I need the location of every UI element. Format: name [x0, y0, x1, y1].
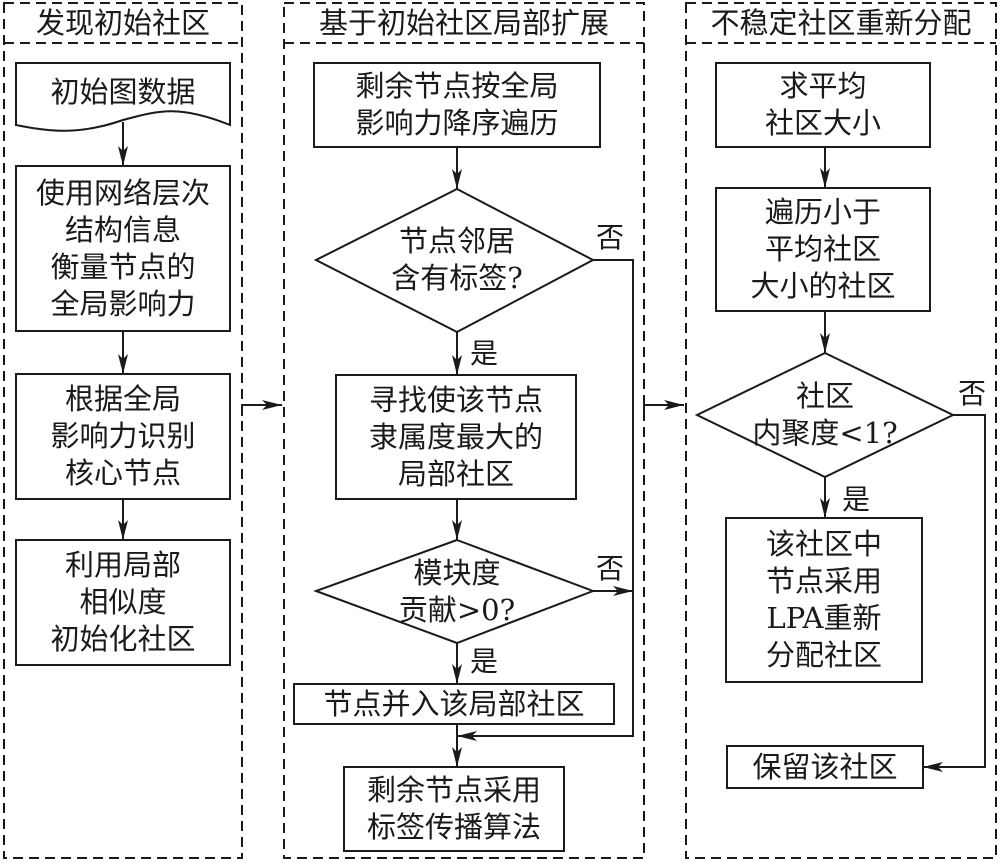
l2-decision2-label: 模块度 贡献>0? [398, 556, 516, 627]
arrow-lane1-to-lane2 [241, 400, 282, 416]
l1-step1-label: 使用网络层次 结构信息 衡量节点的 全局影响力 [35, 175, 210, 321]
lane-border-1 [3, 2, 243, 859]
l2-box4 [343, 766, 565, 852]
data-node-shape [15, 62, 231, 132]
l3-step1-label: 求平均 社区大小 [764, 69, 881, 140]
l2-step4-label: 剩余节点采用 标签传播算法 [366, 773, 541, 844]
l3-yes-label: 是 [842, 483, 871, 516]
l2-decision1-label: 节点邻居 含有标签? [391, 224, 523, 295]
l2-yes1-label: 是 [470, 337, 499, 370]
l2-no2-label: 否 [596, 552, 625, 585]
arrow-l3-no [923, 414, 986, 772]
l1-step2-label: 根据全局 影响力识别 核心节点 [50, 382, 196, 490]
l2-box3 [293, 683, 615, 725]
l3-box2 [715, 187, 931, 312]
l1-box3 [15, 539, 231, 666]
lane-border-2 [283, 2, 645, 859]
data-node-label: 初始图数据 [50, 74, 196, 109]
l2-yes2-label: 是 [470, 645, 499, 678]
arrow-l2-no1-loop [457, 259, 634, 741]
l3-decision1-label: 社区 内聚度<1? [752, 379, 898, 450]
lane-border-3 [685, 2, 997, 859]
l2-step2-label: 寻找使该节点 隶属度最大的 局部社区 [368, 382, 543, 491]
l1-box2 [15, 373, 231, 500]
l3-no-label: 否 [958, 377, 987, 410]
l2-step1-label: 剩余节点按全局 影响力降序遍历 [355, 69, 559, 140]
lane-title-1: 发现初始社区 [35, 6, 210, 40]
lane-title-2: 基于初始社区局部扩展 [318, 6, 609, 40]
arrow-lane2-to-lane3 [643, 400, 684, 416]
l3-step2-label: 遍历小于 平均社区 大小的社区 [750, 195, 896, 303]
l2-box1 [313, 62, 601, 148]
l3-step3-label: 该社区中 节点采用 LPA重新 分配社区 [765, 527, 882, 672]
l2-step3-label: 节点并入该局部社区 [323, 686, 585, 721]
l3-step4-label: 保留该社区 [752, 749, 898, 784]
l2-no1-label: 否 [596, 221, 625, 254]
lane-title-3: 不稳定社区重新分配 [710, 6, 972, 40]
l3-box1 [715, 62, 931, 148]
l3-box3 [725, 517, 923, 683]
l1-step3-label: 利用局部 相似度 初始化社区 [50, 548, 196, 656]
l3-box4 [726, 745, 924, 789]
